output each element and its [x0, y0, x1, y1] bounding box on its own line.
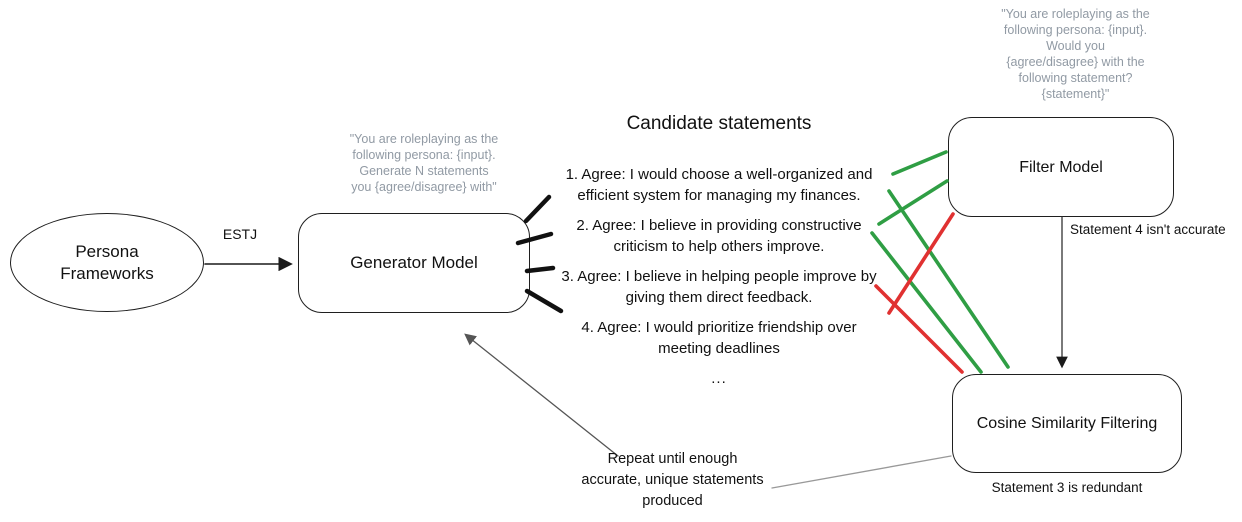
edge-stmt1-unique-to-cosine	[887, 189, 1010, 369]
candidate-statements-list: 1. Agree: I would choose a well-organize…	[543, 164, 895, 398]
statement-item-1: 1. Agree: I would choose a well-organize…	[565, 166, 873, 204]
cosine-similarity-filtering-node: Cosine Similarity Filtering	[952, 374, 1182, 473]
persona-frameworks-label: Persona Frameworks	[60, 241, 154, 283]
statement-item-4: 4. Agree: I would prioritize friendship …	[581, 319, 857, 357]
edge-filter-reject-stmt4	[887, 212, 955, 315]
edge-stmt1-accurate-to-filter	[891, 150, 948, 176]
edge-cosine-to-repeat-note	[771, 455, 952, 489]
candidate-statements-title: Candidate statements	[626, 113, 812, 134]
repeat-loop-note: Repeat until enough accurate, unique sta…	[581, 451, 764, 509]
more-statements-indicator: ...	[711, 370, 727, 387]
filter-prompt-text: "You are roleplaying as the following pe…	[1001, 7, 1150, 101]
cosine-similarity-filtering-label: Cosine Similarity Filtering	[976, 415, 1158, 432]
filter-model-node: Filter Model	[948, 117, 1174, 217]
generator-model-node: Generator Model	[298, 213, 530, 313]
persona-frameworks-node: Persona Frameworks	[10, 213, 204, 312]
cosine-result-note: Statement 3 is redundant	[991, 480, 1143, 495]
generator-prompt-text: "You are roleplaying as the following pe…	[349, 132, 499, 194]
generator-model-label: Generator Model	[350, 253, 478, 272]
filter-result-note: Statement 4 isn't accurate	[1070, 222, 1226, 237]
statement-item-2: 2. Agree: I believe in providing constru…	[576, 217, 862, 255]
statement-item-3: 3. Agree: I believe in helping people im…	[561, 268, 877, 306]
estj-label: ESTJ	[222, 226, 258, 242]
filter-model-label: Filter Model	[1019, 158, 1103, 176]
